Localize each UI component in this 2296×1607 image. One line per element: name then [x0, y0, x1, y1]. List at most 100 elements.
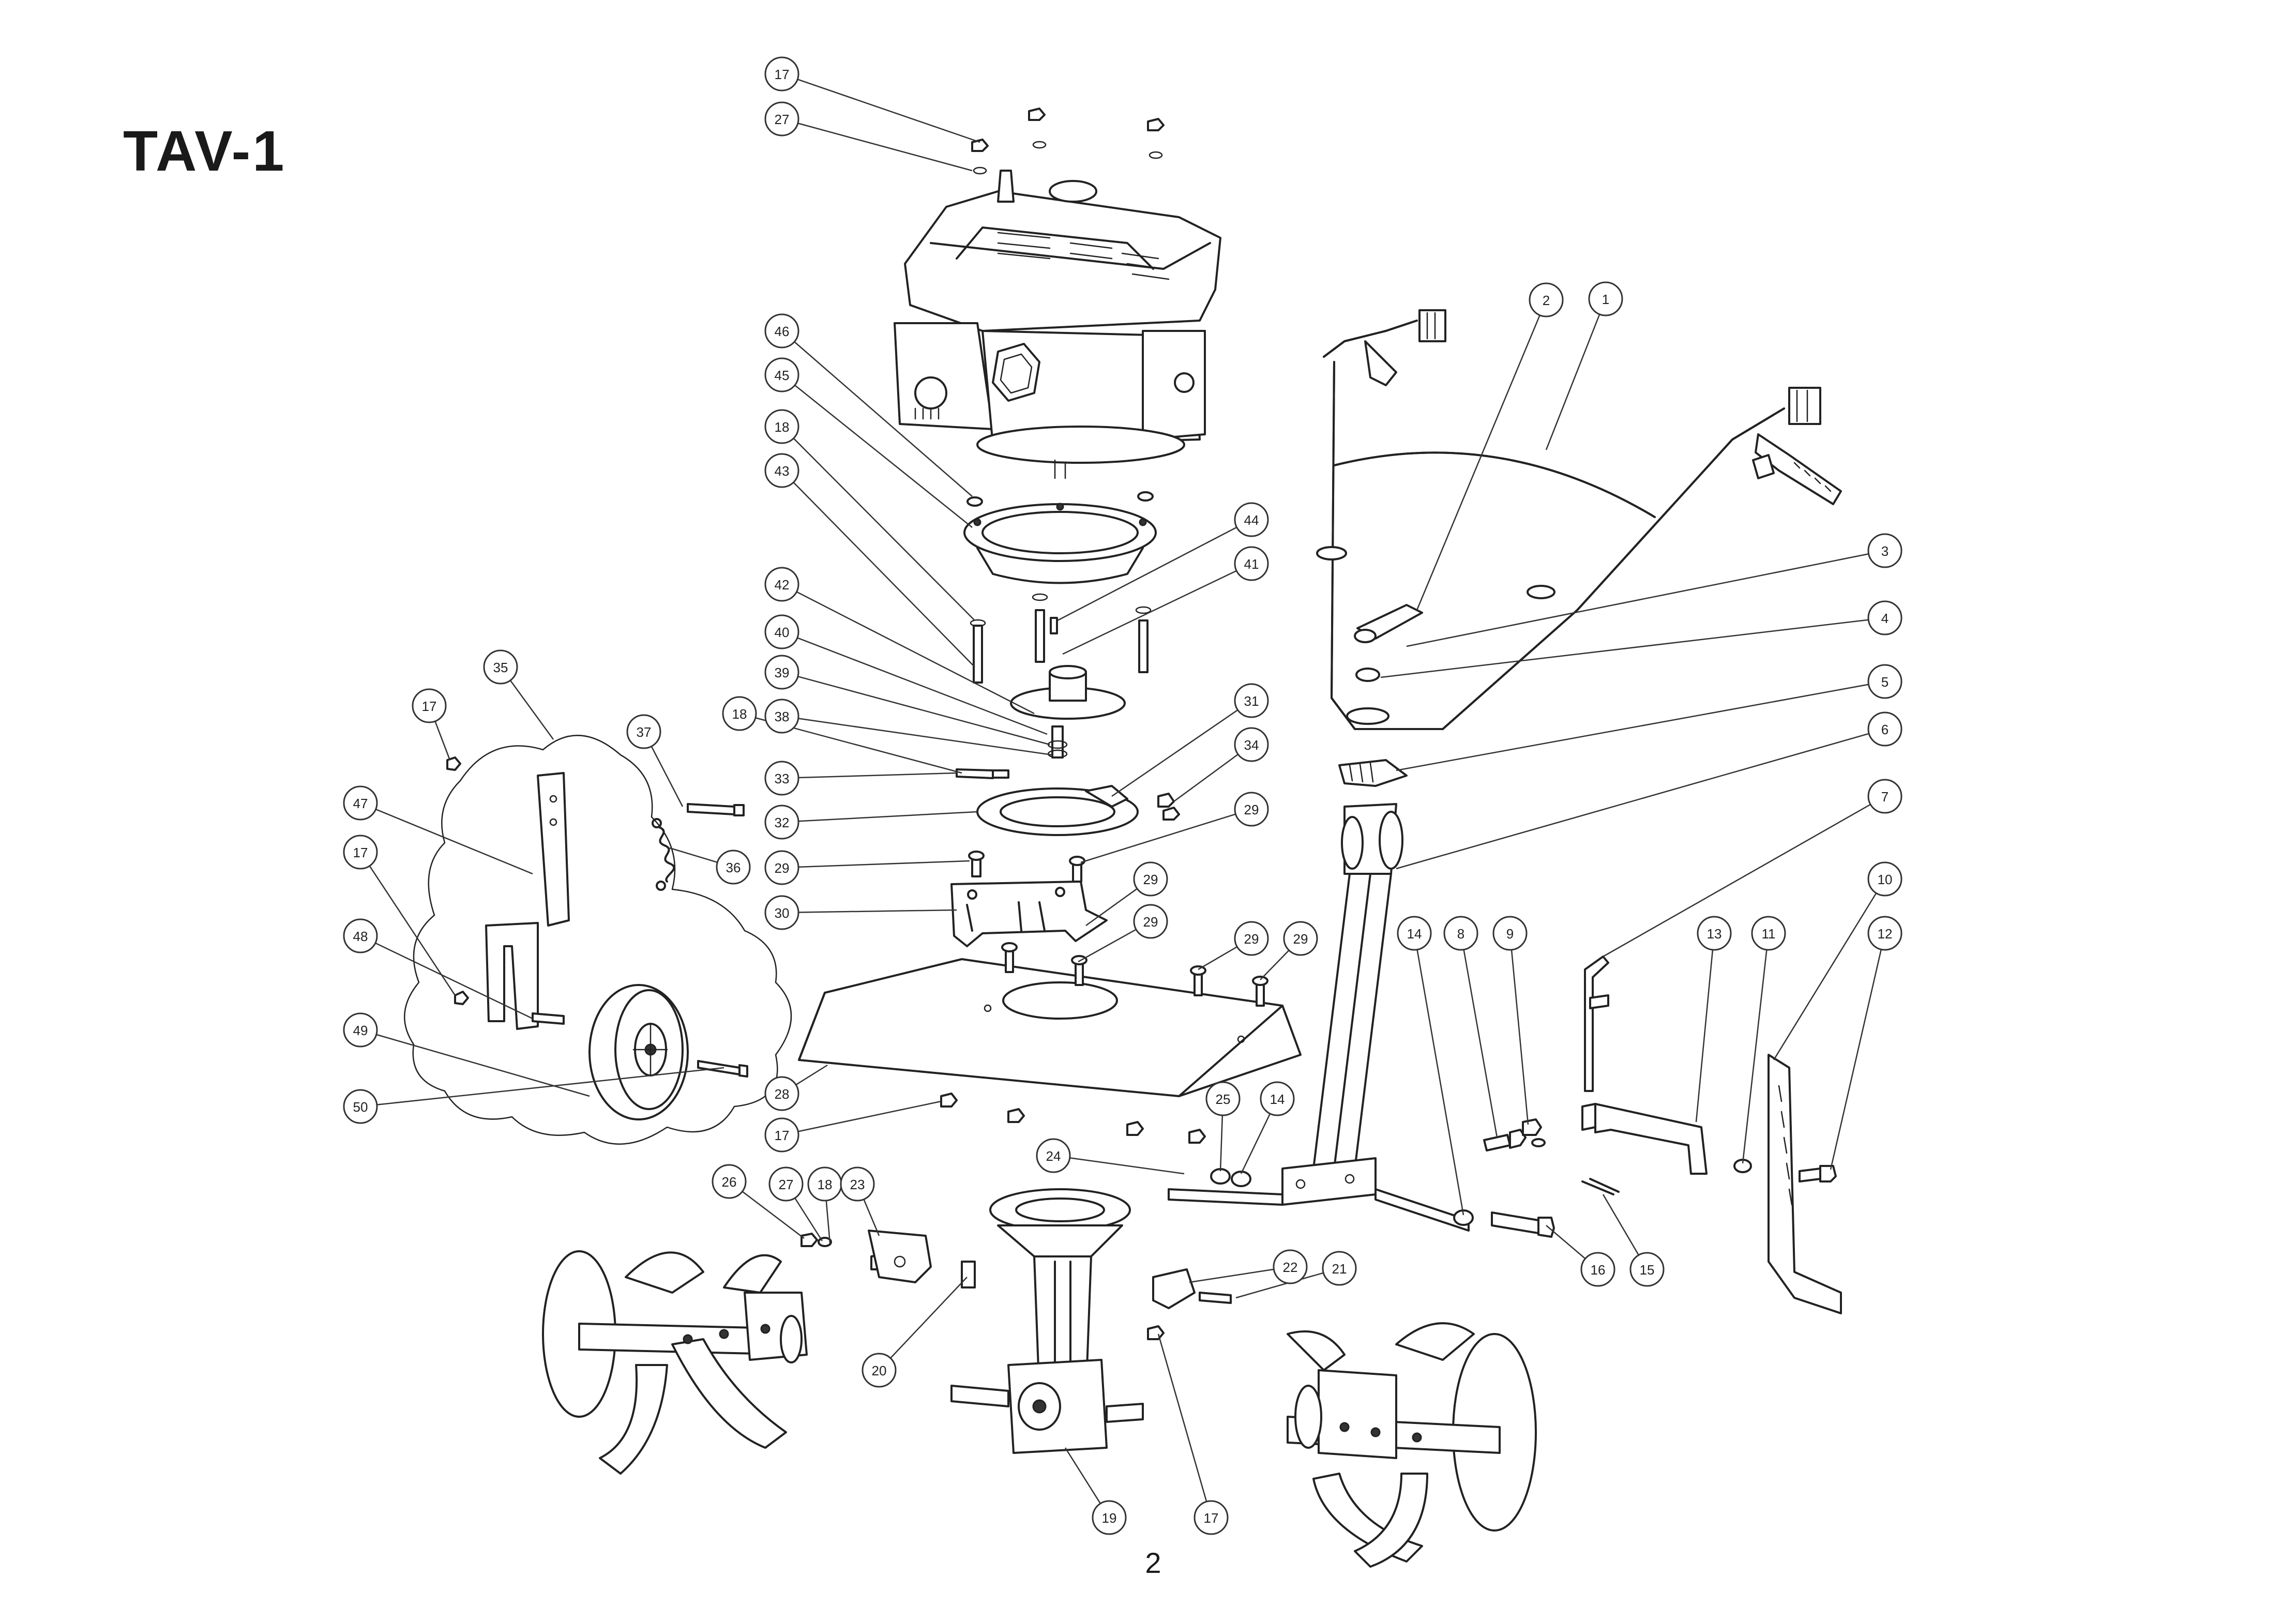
- leader-line: [376, 1034, 590, 1097]
- callout-circle: [764, 614, 799, 649]
- part-callout: 20: [862, 1353, 897, 1388]
- part-callout: 43: [764, 453, 799, 488]
- callout-number: 22: [1283, 1260, 1298, 1275]
- callout-number: 36: [726, 860, 741, 875]
- leader-line: [1260, 950, 1290, 980]
- part-callout: 18: [764, 409, 799, 444]
- part-callout: 21: [1322, 1251, 1357, 1286]
- engine-assembly: [894, 108, 1221, 479]
- part-callout: 12: [1867, 916, 1902, 951]
- callout-number: 10: [1878, 872, 1893, 887]
- part-callout: 25: [1205, 1081, 1241, 1116]
- callout-circle: [1205, 1081, 1241, 1116]
- part-callout: 27: [768, 1166, 804, 1202]
- callout-circle: [343, 918, 378, 953]
- callout-circle: [1322, 1251, 1357, 1286]
- leader-line: [1545, 314, 1600, 450]
- leader-line: [863, 1199, 880, 1236]
- part-callout: 47: [343, 785, 378, 821]
- callout-circle: [764, 357, 799, 392]
- part-callout: 17: [343, 835, 378, 870]
- callout-circle: [1529, 282, 1564, 317]
- callout-number: 5: [1881, 674, 1889, 690]
- part-callout: 3: [1867, 533, 1902, 568]
- callout-circle: [343, 1012, 378, 1048]
- part-callout: 1: [1588, 281, 1623, 316]
- leader-line: [890, 1277, 968, 1359]
- part-callout: 17: [412, 688, 447, 723]
- callout-number: 29: [1244, 931, 1259, 947]
- callout-circle: [840, 1166, 875, 1202]
- part-callout: 29: [764, 850, 799, 885]
- callout-circle: [483, 649, 518, 685]
- callout-circle: [343, 785, 378, 821]
- callout-circle: [862, 1353, 897, 1388]
- part-callout: 22: [1273, 1249, 1308, 1284]
- callout-number: 41: [1244, 556, 1259, 572]
- callout-number: 20: [872, 1363, 887, 1378]
- page-title: TAV-1: [123, 119, 286, 183]
- leader-line: [1406, 553, 1869, 647]
- leader-line: [794, 341, 973, 497]
- callout-number: 32: [775, 815, 790, 830]
- leader-line: [796, 591, 1035, 715]
- leader-line: [825, 1200, 831, 1244]
- callout-circle: [1283, 921, 1318, 956]
- callout-circle: [1751, 916, 1786, 951]
- callout-number: 25: [1216, 1091, 1231, 1107]
- callout-circle: [1260, 1081, 1295, 1116]
- part-callout: 28: [764, 1076, 799, 1111]
- callout-number: 7: [1881, 789, 1889, 805]
- part-callout: 18: [807, 1166, 842, 1202]
- part-callout: 31: [1234, 683, 1269, 718]
- leader-line: [798, 909, 957, 913]
- callout-circle: [1697, 916, 1732, 951]
- callout-number: 3: [1881, 543, 1889, 559]
- callout-number: 1: [1602, 292, 1609, 307]
- leader-line: [1069, 1157, 1185, 1175]
- leader-line: [1157, 1333, 1207, 1502]
- leader-line: [742, 1191, 805, 1239]
- callout-circle: [1036, 1138, 1071, 1173]
- leader-line: [1380, 619, 1869, 678]
- callout-number: 23: [850, 1177, 865, 1192]
- callout-number: 39: [775, 665, 790, 680]
- part-callout: 2: [1529, 282, 1564, 317]
- leader-line: [1078, 929, 1137, 963]
- callout-number: 17: [775, 1128, 790, 1143]
- callout-number: 33: [775, 771, 790, 786]
- part-callout: 19: [1092, 1500, 1127, 1535]
- callout-number: 48: [353, 929, 368, 944]
- leader-line: [1057, 526, 1237, 621]
- callout-circle: [1580, 1252, 1615, 1287]
- callout-number: 29: [1143, 914, 1158, 930]
- leader-line: [795, 1064, 828, 1086]
- callout-circle: [712, 1164, 747, 1199]
- part-callout: 44: [1234, 502, 1269, 537]
- callout-number: 29: [1143, 872, 1158, 887]
- handle-column: [1168, 759, 1470, 1232]
- callout-number: 2: [1543, 293, 1550, 308]
- leader-line: [1064, 1447, 1101, 1504]
- callout-number: 44: [1244, 512, 1259, 528]
- leader-line: [1695, 949, 1714, 1123]
- leader-line: [798, 718, 1053, 756]
- part-callout: 17: [1194, 1500, 1229, 1535]
- callout-circle: [1867, 533, 1902, 568]
- leader-line: [797, 123, 973, 172]
- callout-circle: [764, 895, 799, 930]
- leader-line: [1235, 1272, 1324, 1299]
- leader-line: [793, 437, 975, 621]
- callout-number: 29: [775, 860, 790, 876]
- callout-circle: [1234, 792, 1269, 827]
- callout-circle: [626, 714, 661, 749]
- part-callout: 6: [1867, 711, 1902, 747]
- flange-ring: [963, 491, 1157, 584]
- leader-line: [1510, 949, 1529, 1125]
- leader-lines: [369, 79, 1882, 1504]
- part-callout: 14: [1397, 916, 1432, 951]
- depth-wheel-assembly: [404, 735, 792, 1145]
- leader-line: [376, 1067, 724, 1105]
- callout-number: 21: [1332, 1261, 1347, 1277]
- callout-number: 35: [493, 660, 508, 675]
